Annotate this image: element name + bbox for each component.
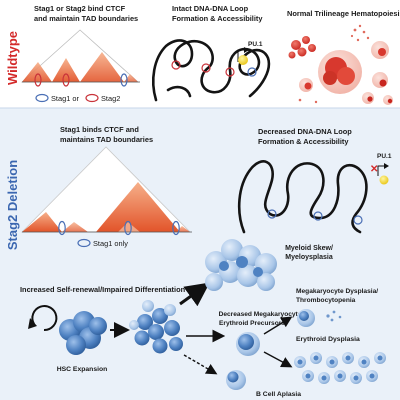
megakaryocyte-arrow [263, 316, 293, 335]
del-tad-diagram [21, 146, 192, 236]
del-legend-stag1-only: Stag1 only [93, 239, 128, 248]
mep-line1: Decreased Megakaryocyte [219, 311, 302, 318]
wt-tad-diagram [20, 29, 140, 87]
hsc-cycle-arrow [28, 305, 58, 332]
wt-hemato-title: Normal Trilineage Hematopoiesis [287, 9, 400, 18]
pu1-dot [379, 175, 389, 185]
wt-legend-stag1: Stag1 or [51, 94, 79, 103]
erythroid-label: Erythroid Dysplasia [296, 336, 360, 343]
mep-line2: Erythroid Precursors [219, 320, 285, 327]
erythroid-arrow [263, 351, 293, 368]
stag2-ring [62, 73, 70, 87]
mega-line1: Megakaryocyte Dysplasia/ [296, 288, 378, 295]
mega-line2: Thrombocytopenia [296, 297, 356, 304]
del-legend: Stag1 only [77, 238, 128, 248]
self-renewal-title: Increased Self-renewal/Impaired Differen… [20, 285, 186, 294]
del-tad-text-line1: Stag1 binds CTCF and [60, 125, 139, 134]
wt-pu1-promoter: PU.1 [237, 41, 263, 65]
myeloid-cluster [205, 239, 277, 291]
del-pu1-label: PU.1 [377, 153, 392, 160]
progenitor-cluster [129, 300, 183, 354]
megakaryocyte-cell [297, 309, 342, 327]
wt-legend: Stag1 or Stag2 [35, 93, 120, 103]
wt-loop-title-line1: Intact DNA-DNA Loop [172, 4, 249, 13]
del-tad-text-line2: maintains TAD boundaries [60, 135, 153, 144]
del-loop-title-line2: Formation & Accessibility [258, 137, 349, 146]
myeloid-line2: Myeloysplasia [285, 254, 333, 261]
bcell [226, 370, 246, 390]
del-pu1-promoter: PU.1 ✕ [370, 153, 392, 185]
stag2-legend-ring [85, 93, 99, 103]
pu1-dot [238, 55, 248, 65]
myeloid-arrow [179, 282, 210, 307]
wt-tad-text-line1: Stag1 or Stag2 bind CTCF [34, 4, 126, 13]
bcell-label: B Cell Aplasia [256, 391, 301, 398]
del-loop-title-line1: Decreased DNA-DNA Loop [258, 127, 352, 136]
wt-trilineage-cells [288, 24, 393, 105]
wt-pu1-label: PU.1 [248, 41, 263, 48]
stag1-legend-ring [35, 93, 49, 103]
blocked-x-icon: ✕ [370, 164, 378, 175]
wt-dna-loops [152, 39, 271, 102]
hsc-label: HSC Expansion [57, 366, 108, 373]
hsc-cluster [59, 311, 107, 355]
mep-cell [236, 332, 260, 356]
del-dna-loops [237, 160, 368, 234]
stag2-deletion-side-label: Stag2 Deletion [5, 160, 20, 250]
stag2-ring [34, 73, 42, 87]
bcell-arrow [183, 354, 218, 375]
wt-legend-stag2: Stag2 [101, 94, 120, 103]
wt-tad-text-line2: and maintain TAD boundaries [34, 14, 138, 23]
deletion-band [0, 108, 400, 400]
wildtype-side-label: Wildtype [5, 31, 20, 85]
stag1-only-legend-ring [77, 238, 91, 248]
myeloid-line1: Myeloid Skew/ [285, 245, 333, 252]
stag1-ring [120, 73, 128, 87]
wt-loop-title-line2: Formation & Accessibility [172, 14, 263, 23]
erythroid-cells [294, 352, 386, 384]
